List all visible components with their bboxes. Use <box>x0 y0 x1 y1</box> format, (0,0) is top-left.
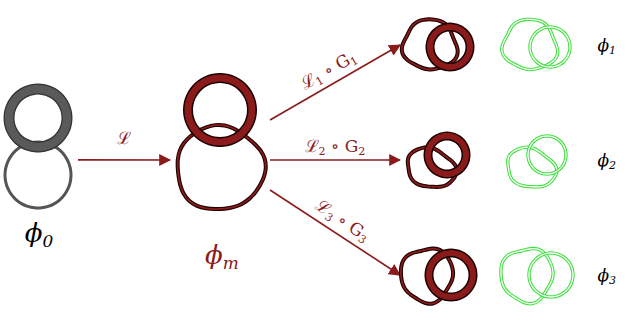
deformed-shape <box>408 136 466 187</box>
contour-outline <box>529 253 573 297</box>
symbol: ℒ <box>305 136 319 156</box>
contour-outline <box>530 27 570 67</box>
upper-ring <box>9 89 67 147</box>
symbol: ϕ <box>25 218 43 248</box>
deformed-shape <box>402 19 470 69</box>
symbol: ϕ <box>205 240 223 270</box>
result-node: ϕ3 <box>400 235 630 315</box>
shape-outline <box>400 120 630 200</box>
mapping-arrow <box>270 159 400 161</box>
contour-gap <box>528 136 566 174</box>
mean-shape <box>178 78 266 209</box>
target-contour <box>501 249 573 304</box>
ring-fill <box>430 27 470 67</box>
upper-ring-edge <box>9 89 67 147</box>
symbol: ∘ G <box>326 136 359 156</box>
symbol: ϕ <box>597 35 609 55</box>
target-contour <box>502 19 570 69</box>
ring-outline <box>428 136 466 174</box>
shape-outline <box>400 5 630 85</box>
upper-ring <box>188 78 252 142</box>
ring-fill <box>428 136 466 174</box>
shape-node: ϕm <box>170 70 270 270</box>
result-node: ϕ2 <box>400 120 630 200</box>
shape-label: ϕ2 <box>597 151 616 170</box>
edge-label: ℒ <box>117 129 131 148</box>
contour-gap <box>530 27 570 67</box>
symbol: ℒ <box>117 128 131 148</box>
edge-label: ℒ2 ∘ G2 <box>305 137 366 156</box>
subscript: 0 <box>42 231 53 251</box>
shape-outline <box>170 70 270 270</box>
subscript: 2 <box>358 145 365 158</box>
subscript: 3 <box>609 274 616 287</box>
result-node: ϕ1 <box>400 5 630 85</box>
target-contour <box>508 136 566 187</box>
subscript: 1 <box>609 44 616 57</box>
ring-fill <box>429 253 473 297</box>
subscript: m <box>223 253 239 273</box>
contour-gap <box>529 253 573 297</box>
ring-outline <box>430 27 470 67</box>
shape-outline <box>400 235 630 315</box>
mapping-arrow <box>270 45 400 120</box>
shape-label: ϕm <box>205 241 239 270</box>
contour-outline <box>528 136 566 174</box>
mapping-arrow <box>270 190 400 275</box>
shape-label: ϕ0 <box>25 219 53 248</box>
deformed-shape <box>401 249 473 304</box>
symbol: ϕ <box>597 150 609 170</box>
upper-ring-edge <box>188 78 252 142</box>
ring-outline <box>429 253 473 297</box>
mapping-arrow <box>78 159 170 161</box>
shape-label: ϕ1 <box>597 36 616 55</box>
shape-node: ϕ0 <box>0 80 78 250</box>
symbol: ϕ <box>597 265 609 285</box>
template-shape <box>5 89 71 208</box>
subscript: 2 <box>319 145 326 158</box>
subscript: 2 <box>609 159 616 172</box>
shape-label: ϕ3 <box>597 266 616 285</box>
